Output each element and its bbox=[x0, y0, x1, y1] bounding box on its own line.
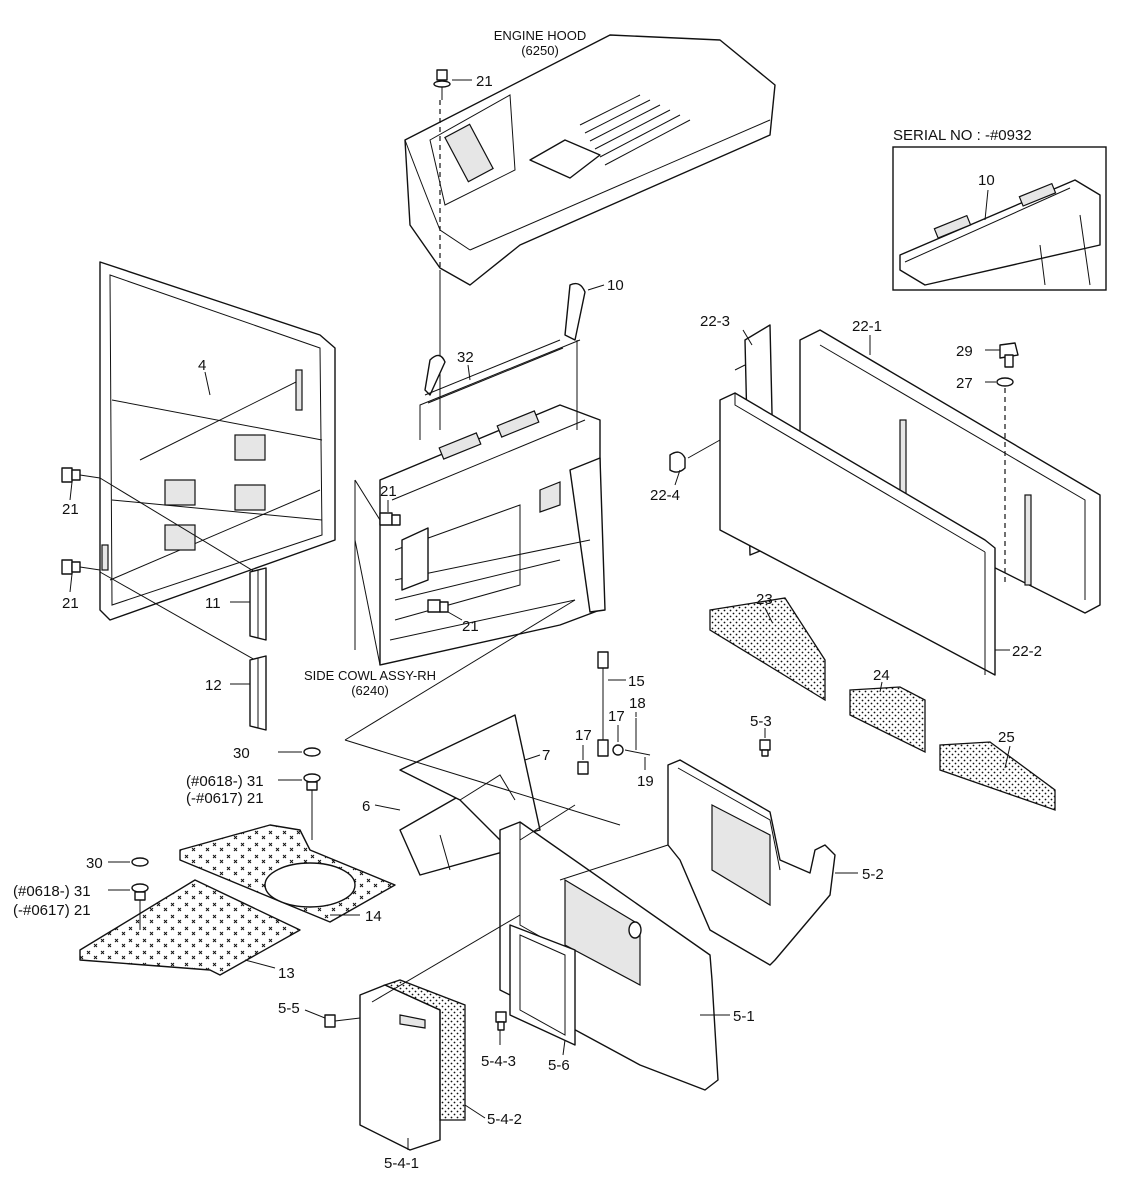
label-25: 25 bbox=[998, 729, 1015, 746]
label-22-1: 22-1 bbox=[852, 318, 882, 335]
serial-inset: SERIAL NO : -#0932 10 bbox=[892, 127, 1107, 291]
clip-19: 19 bbox=[624, 749, 654, 790]
label-21-alt-b: (-#0617) 21 bbox=[13, 902, 91, 919]
label-13: 13 bbox=[278, 965, 295, 982]
label-19: 19 bbox=[637, 773, 654, 790]
part-4-link-line-b bbox=[99, 571, 256, 661]
label-31-b: (#0618-) 31 bbox=[13, 883, 91, 900]
nut-17-a: 17 bbox=[575, 727, 592, 775]
bracket-11: 11 bbox=[205, 567, 267, 641]
label-17-a: 17 bbox=[575, 727, 592, 744]
bolt-29: 29 bbox=[956, 342, 1019, 368]
foam-23: 23 bbox=[709, 591, 826, 702]
label-4: 4 bbox=[198, 357, 206, 374]
foam-24: 24 bbox=[849, 667, 926, 754]
label-21-top: 21 bbox=[476, 73, 493, 90]
label-10: 10 bbox=[607, 277, 624, 294]
frame-5-6: 5-6 bbox=[509, 924, 576, 1074]
center-frame: SIDE COWL ASSY-RH (6240) bbox=[304, 404, 606, 698]
label-22-4: 22-4 bbox=[650, 487, 680, 504]
label-5-4-3: 5-4-3 bbox=[481, 1053, 516, 1070]
plate-13: 13 bbox=[79, 879, 301, 982]
panel-22-2: 22-2 bbox=[719, 392, 1042, 676]
part-4-link-line bbox=[99, 477, 256, 573]
bolt-21-mid: 21 bbox=[379, 483, 401, 526]
label-21-mid: 21 bbox=[380, 483, 397, 500]
cover-5-4-1: 5-4-1 bbox=[359, 984, 441, 1172]
engine-hood-code: (6250) bbox=[521, 43, 559, 58]
side-cowl-guide-c bbox=[344, 599, 576, 741]
label-21-left-a: 21 bbox=[62, 501, 79, 518]
handle-10: 10 bbox=[419, 277, 624, 440]
label-15: 15 bbox=[628, 673, 645, 690]
cover-guide-line bbox=[371, 914, 521, 1003]
panel-22-1: 22-1 bbox=[799, 318, 1101, 614]
fastener-stack-b: 30 (#0618-) 31 (-#0617) 21 bbox=[13, 855, 149, 930]
plate-14: 14 bbox=[179, 824, 396, 925]
label-5-6: 5-6 bbox=[548, 1057, 570, 1074]
label-7: 7 bbox=[542, 747, 550, 764]
label-22-3: 22-3 bbox=[700, 313, 730, 330]
label-21-alt-a: (-#0617) 21 bbox=[186, 790, 264, 807]
label-6: 6 bbox=[362, 798, 370, 815]
label-24: 24 bbox=[873, 667, 890, 684]
label-5-5: 5-5 bbox=[278, 1000, 300, 1017]
label-29: 29 bbox=[956, 343, 973, 360]
fastener-stack-a: 30 (#0618-) 31 (-#0617) 21 bbox=[186, 745, 321, 840]
cap-22-4: 22-4 bbox=[650, 439, 721, 504]
label-32: 32 bbox=[457, 349, 474, 366]
label-18: 18 bbox=[629, 695, 646, 712]
label-5-4-1: 5-4-1 bbox=[384, 1155, 419, 1172]
engine-hood-title: ENGINE HOOD bbox=[494, 28, 586, 43]
label-14: 14 bbox=[365, 908, 382, 925]
lower-guide-line bbox=[344, 739, 621, 826]
bolt-21-top: 21 bbox=[433, 69, 493, 100]
label-12: 12 bbox=[205, 677, 222, 694]
label-11: 11 bbox=[205, 595, 221, 612]
label-10-inset: 10 bbox=[978, 172, 995, 189]
label-21-left-b: 21 bbox=[62, 595, 79, 612]
rod-15: 15 bbox=[597, 651, 645, 757]
side-cowl-guide-b bbox=[389, 599, 576, 641]
bracket-12: 12 bbox=[205, 655, 267, 731]
bolt-21-left-b: 21 bbox=[61, 559, 101, 612]
label-27: 27 bbox=[956, 375, 973, 392]
bolt-21-left-a: 21 bbox=[61, 467, 101, 518]
serial-inset-title: SERIAL NO : -#0932 bbox=[893, 127, 1032, 144]
label-30-a: 30 bbox=[233, 745, 250, 762]
nut-17-b: 17 bbox=[608, 708, 625, 756]
part-4-frame: 4 bbox=[99, 261, 336, 621]
side-cowl-title: SIDE COWL ASSY-RH bbox=[304, 668, 436, 683]
label-30-b: 30 bbox=[86, 855, 103, 872]
screw-5-4-3: 5-4-3 bbox=[481, 1011, 516, 1070]
bolt-21-mid2: 21 bbox=[427, 599, 479, 635]
bolt-5-3: 5-3 bbox=[750, 713, 772, 757]
label-5-1: 5-1 bbox=[733, 1008, 755, 1025]
label-5-3: 5-3 bbox=[750, 713, 772, 730]
hood-vents bbox=[579, 94, 691, 166]
panel-5-2: 5-2 bbox=[667, 759, 884, 966]
bolt-5-5: 5-5 bbox=[278, 1000, 361, 1028]
pin-18: 18 bbox=[629, 695, 646, 750]
label-22-2: 22-2 bbox=[1012, 643, 1042, 660]
label-17-b: 17 bbox=[608, 708, 625, 725]
label-5-4-2: 5-4-2 bbox=[487, 1111, 522, 1128]
foam-25: 25 bbox=[939, 729, 1056, 811]
rod-32: 32 bbox=[424, 339, 564, 404]
panel-5-1-link bbox=[519, 804, 576, 841]
side-cowl-code: (6240) bbox=[351, 683, 389, 698]
label-21-mid2: 21 bbox=[462, 618, 479, 635]
label-5-2: 5-2 bbox=[862, 866, 884, 883]
label-31-a: (#0618-) 31 bbox=[186, 773, 264, 790]
engine-hood: ENGINE HOOD (6250) bbox=[404, 28, 776, 286]
washer-27: 27 bbox=[956, 375, 1014, 585]
foam-5-4-2: 5-4-2 bbox=[383, 979, 522, 1128]
label-23: 23 bbox=[756, 591, 773, 608]
